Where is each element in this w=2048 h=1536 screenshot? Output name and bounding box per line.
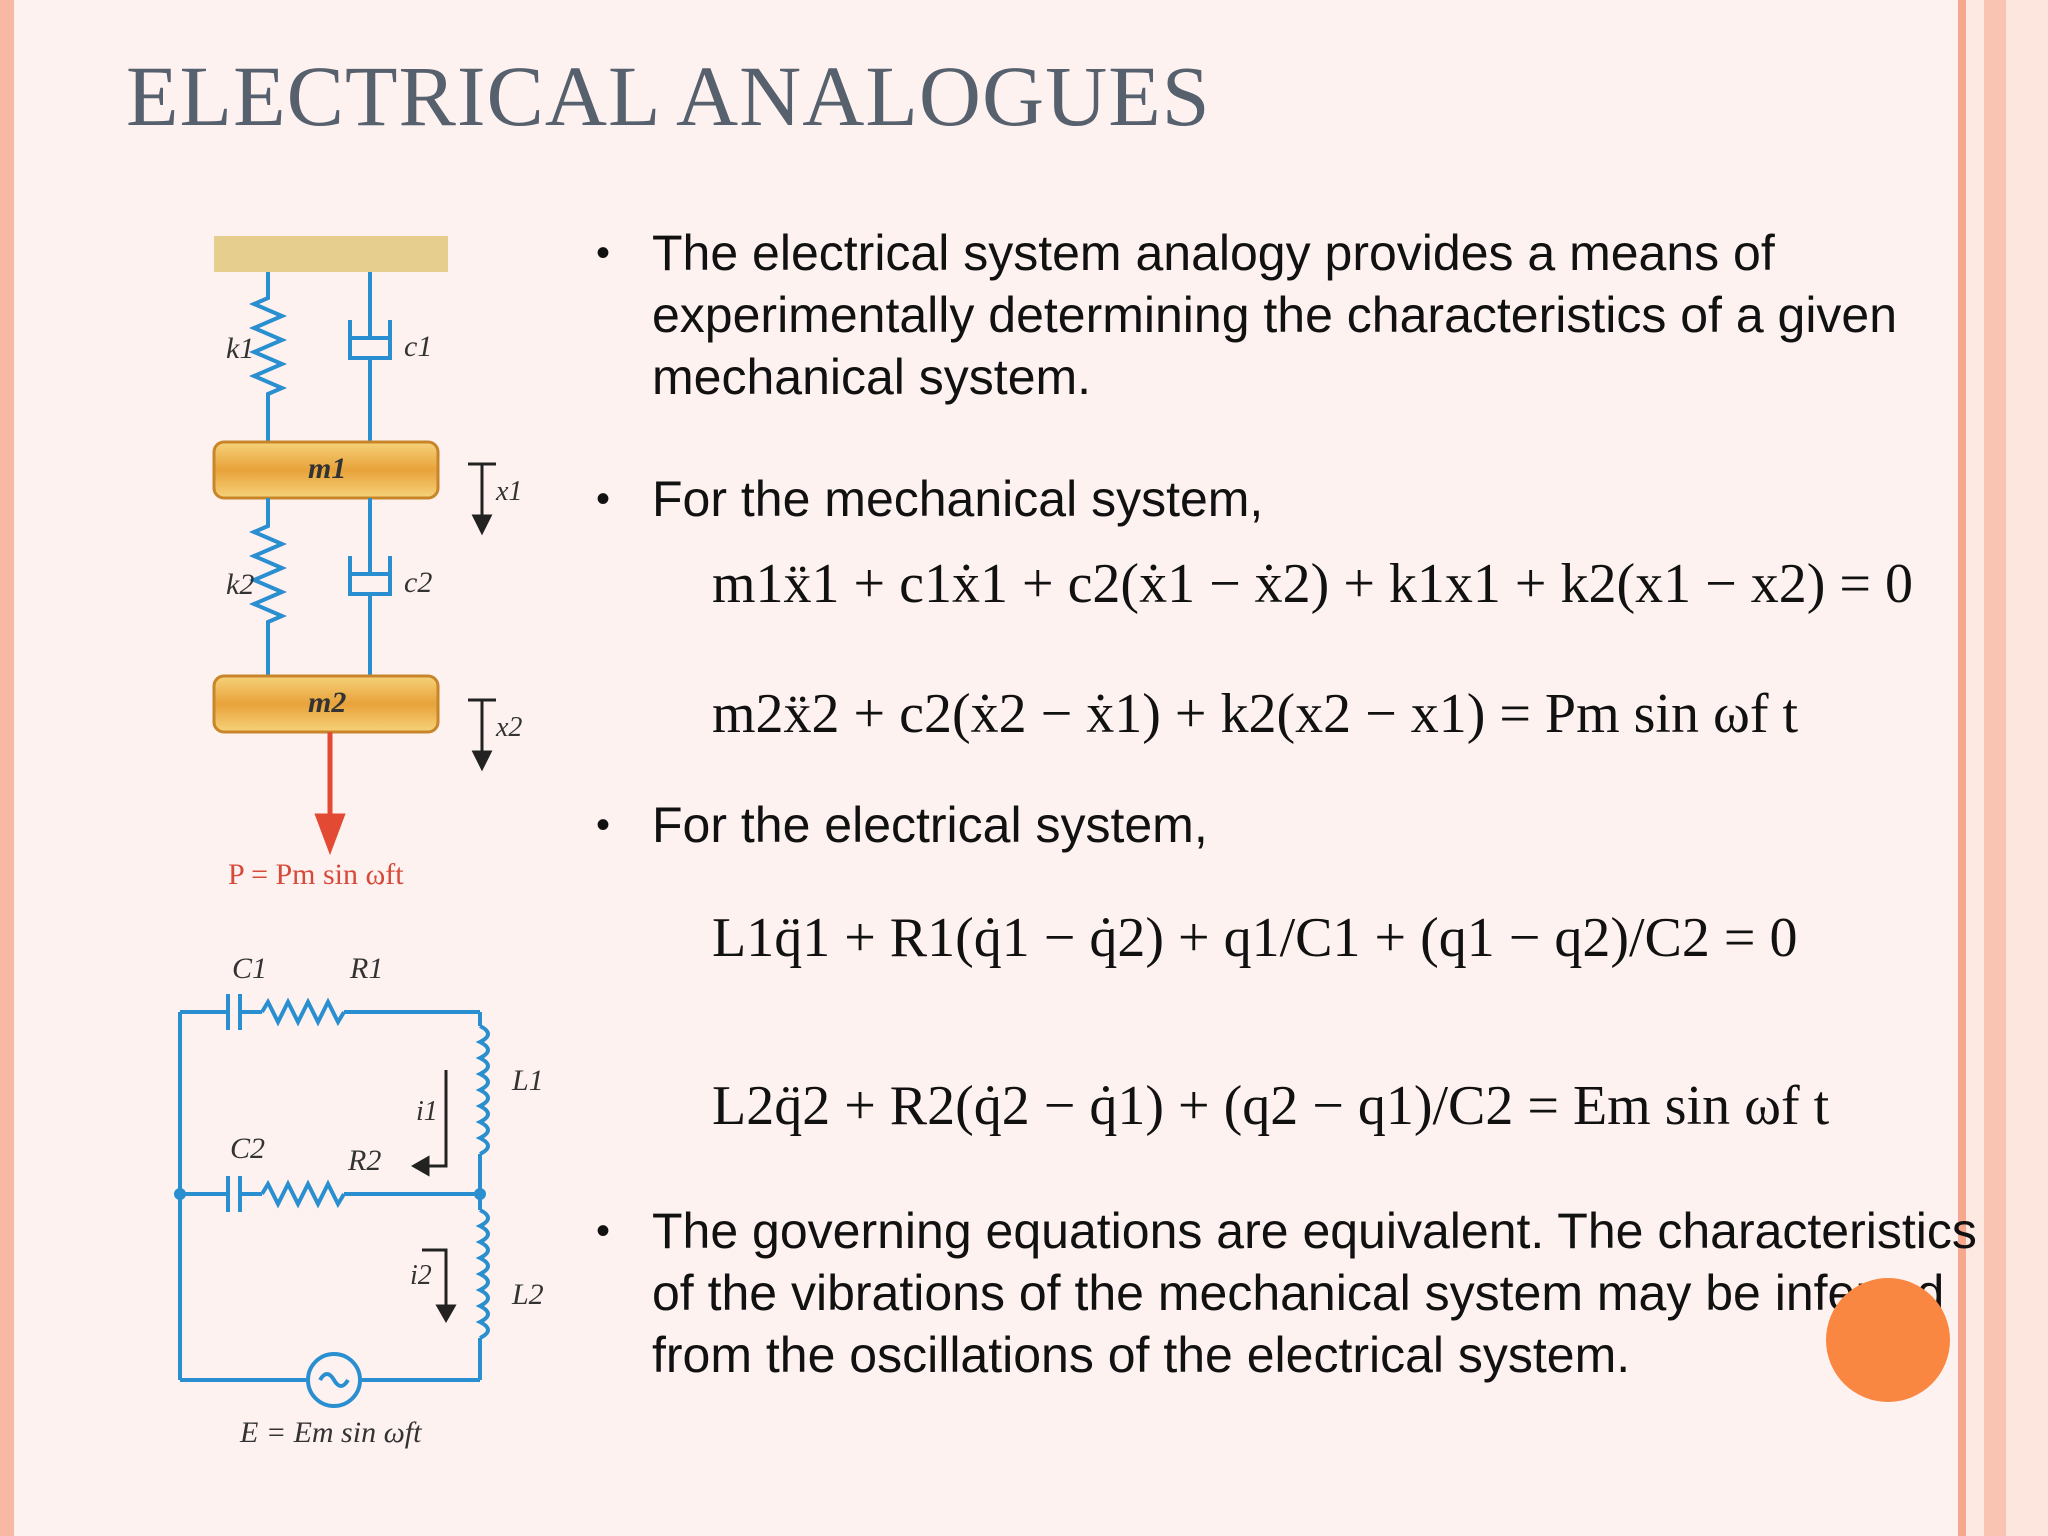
equation-electrical-1: L1q̈1 + R1(q̇1 − q̇2) + q1/C1 + (q1 − q2… (712, 907, 1798, 969)
label-c2: c2 (404, 566, 432, 599)
label-C1: C1 (232, 952, 267, 985)
slide-title: ELECTRICAL ANALOGUES (126, 48, 1211, 144)
force-arrow (314, 732, 346, 856)
right-accent-stripe (1966, 0, 1984, 1536)
label-x2: x2 (495, 712, 522, 743)
ceiling (214, 236, 448, 272)
right-accent-stripe (1958, 0, 1966, 1536)
circuit (178, 994, 490, 1408)
label-m2: m2 (308, 686, 346, 719)
bullet-dot: • (596, 231, 611, 275)
label-k1: k1 (226, 332, 254, 365)
label-c1: c1 (404, 330, 432, 363)
bullet-dot: • (596, 477, 611, 521)
equation-mechanical-2: m2ẍ2 + c2(ẋ2 − ẋ1) + k2(x2 − x1) = Pm si… (712, 683, 1799, 745)
right-accent-stripe (2006, 0, 2048, 1536)
bullet-dot: • (596, 1209, 611, 1253)
left-accent-bar (0, 0, 14, 1536)
label-x1: x1 (495, 476, 522, 507)
damper-c2 (348, 498, 392, 678)
label-i2: i2 (410, 1260, 432, 1291)
bullet-text: For the mechanical system, (652, 471, 1264, 527)
label-m1: m1 (308, 452, 346, 485)
damper-c1 (348, 272, 392, 442)
label-L2: L2 (511, 1278, 544, 1311)
mass-m1 (212, 440, 440, 500)
decorative-orange-circle (1826, 1278, 1950, 1402)
right-accent-stripe (1984, 0, 2006, 1536)
current-arrow-i2 (422, 1248, 457, 1324)
mass-m2 (212, 674, 440, 734)
bullet-text: The electrical system analogy provides a… (652, 225, 1898, 405)
spring-k2 (248, 498, 288, 678)
label-force: P = Pm sin ωft (228, 858, 404, 891)
bullet-dot: • (596, 803, 611, 847)
equation-electrical-2: L2q̈2 + R2(q̇2 − q̇1) + (q2 − q1)/C2 = E… (712, 1075, 1830, 1137)
bullet-text: The governing equations are equivalent. … (652, 1203, 1977, 1383)
label-C2: C2 (230, 1132, 265, 1165)
spring-k1 (248, 272, 288, 442)
label-k2: k2 (226, 568, 254, 601)
equation-mechanical-1: m1ẍ1 + c1ẋ1 + c2(ẋ1 − ẋ2) + k1x1 + k2(x1… (712, 553, 1913, 615)
analogy-figure: k1 c1 m1 x1 k2 c2 m2 x2 (150, 220, 580, 1536)
current-arrow-i1 (410, 1070, 448, 1177)
label-i1: i1 (416, 1096, 438, 1127)
x1-arrow (468, 462, 496, 536)
label-L1: L1 (511, 1064, 544, 1097)
label-R1: R1 (349, 952, 383, 985)
bullet-text: For the electrical system, (652, 797, 1208, 853)
x2-arrow (468, 698, 496, 772)
label-source: E = Em sin ωft (239, 1416, 422, 1449)
label-R2: R2 (347, 1144, 381, 1177)
